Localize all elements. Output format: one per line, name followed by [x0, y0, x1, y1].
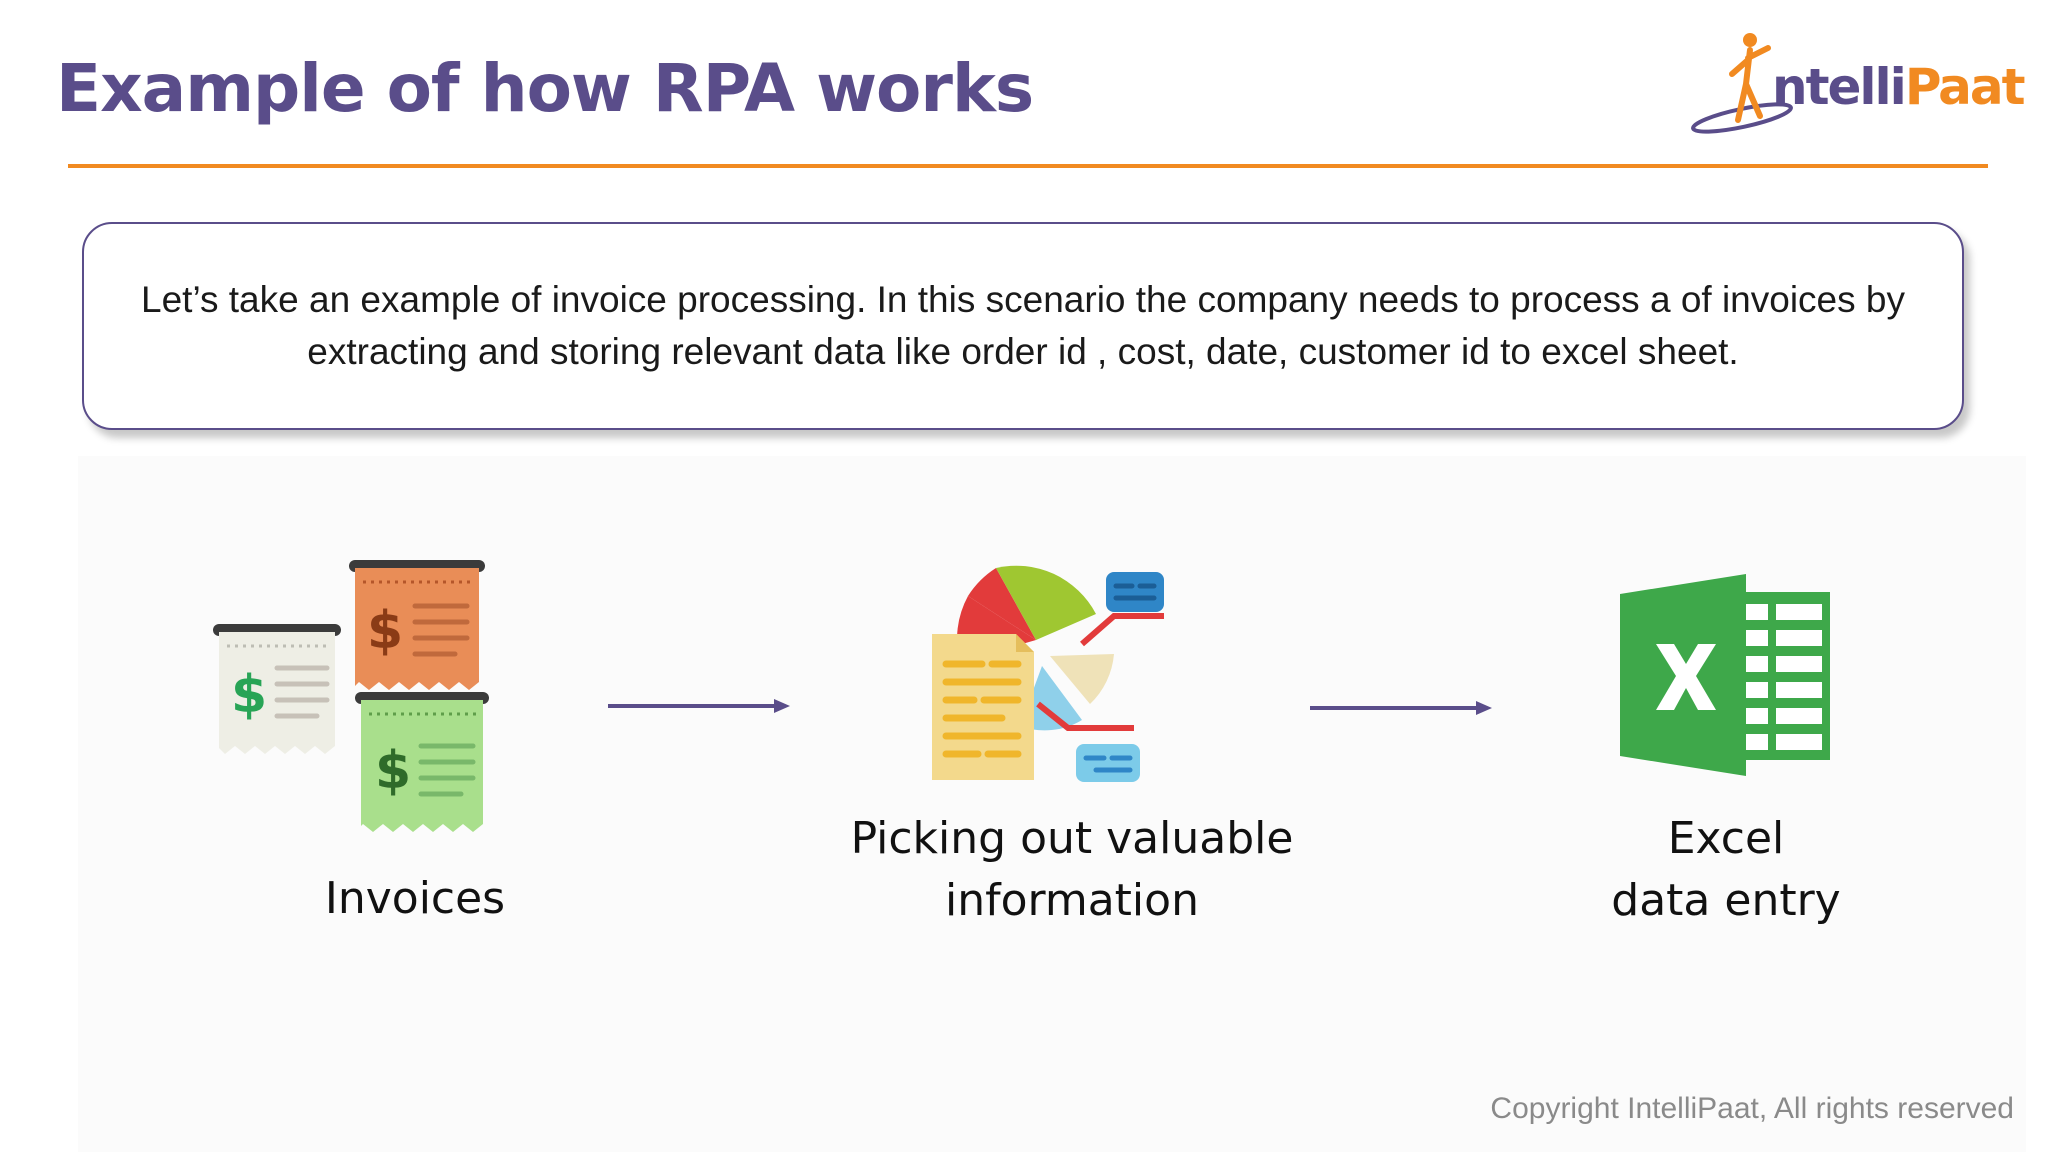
flow-step-label-extraction: Picking out valuable information — [850, 813, 1294, 926]
flow-step-label-invoices: Invoices — [324, 873, 506, 924]
logo-figure-icon — [1691, 33, 1793, 134]
flow-step-excel — [1616, 572, 1834, 778]
logo-wordmark: ntelliPaat — [1772, 58, 2026, 116]
description-box: Let’s take an example of invoice process… — [82, 222, 1964, 430]
excel-icon — [1620, 574, 1830, 776]
intellipaat-logo: ntelliPaat — [1680, 24, 2026, 138]
description-text: Let’s take an example of invoice process… — [141, 279, 1905, 372]
flow-step-extraction — [918, 544, 1186, 796]
flow-arrow-2 — [1310, 701, 1492, 715]
flow-arrow-1 — [608, 699, 790, 713]
flow-step-label-excel: Excel data entry — [1611, 813, 1841, 926]
data-extraction-icon — [932, 565, 1164, 782]
copyright-text: Copyright IntelliPaat, All rights reserv… — [1490, 1092, 2014, 1125]
slide-title: Example of how RPA works — [56, 50, 1034, 127]
title-divider — [68, 164, 1988, 168]
flow-step-invoices: $ $ $ — [205, 552, 505, 842]
svg-text:$: $ — [367, 601, 403, 661]
invoices-icon: $ $ $ — [213, 560, 489, 832]
svg-text:$: $ — [231, 665, 267, 725]
svg-text:$: $ — [375, 741, 411, 801]
